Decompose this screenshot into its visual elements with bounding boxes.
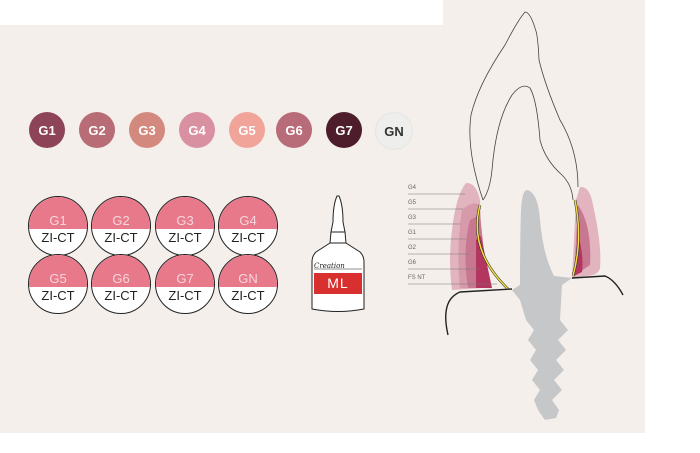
shade-g1: G1 bbox=[29, 112, 65, 148]
shade-g2: G2 bbox=[79, 112, 115, 148]
disc-material: ZI-CT bbox=[168, 229, 202, 245]
diagram-label: G3 bbox=[408, 215, 417, 221]
shade-g7: G7 bbox=[326, 112, 362, 148]
disc-material: ZI-CT bbox=[104, 287, 138, 303]
background-panel-top bbox=[443, 0, 645, 30]
disc-material: ZI-CT bbox=[231, 287, 265, 303]
shade-g6: G6 bbox=[276, 112, 312, 148]
disc-material: ZI-CT bbox=[41, 287, 75, 303]
disc-material: ZI-CT bbox=[104, 229, 138, 245]
diagram-label: G4 bbox=[408, 185, 417, 191]
disc-material: ZI-CT bbox=[41, 229, 75, 245]
shade-g3: G3 bbox=[129, 112, 165, 148]
diagram-label: G1 bbox=[408, 230, 417, 236]
diagram-label: G2 bbox=[408, 245, 417, 251]
diagram-label: FS NT bbox=[408, 275, 426, 281]
implant bbox=[512, 190, 572, 420]
diagram-label: G6 bbox=[408, 260, 417, 266]
diagram-label: G5 bbox=[408, 200, 417, 206]
bottle-label-band bbox=[314, 273, 362, 294]
disc-material: ZI-CT bbox=[231, 229, 265, 245]
shade-g4: G4 bbox=[179, 112, 215, 148]
bottle-label: ML bbox=[327, 275, 349, 291]
bottle-brand: Creation bbox=[314, 262, 345, 270]
shade-g5: G5 bbox=[229, 112, 265, 148]
crown-outline bbox=[469, 11, 579, 201]
disc-material: ZI-CT bbox=[168, 287, 202, 303]
shade-gn: GN bbox=[375, 112, 413, 150]
